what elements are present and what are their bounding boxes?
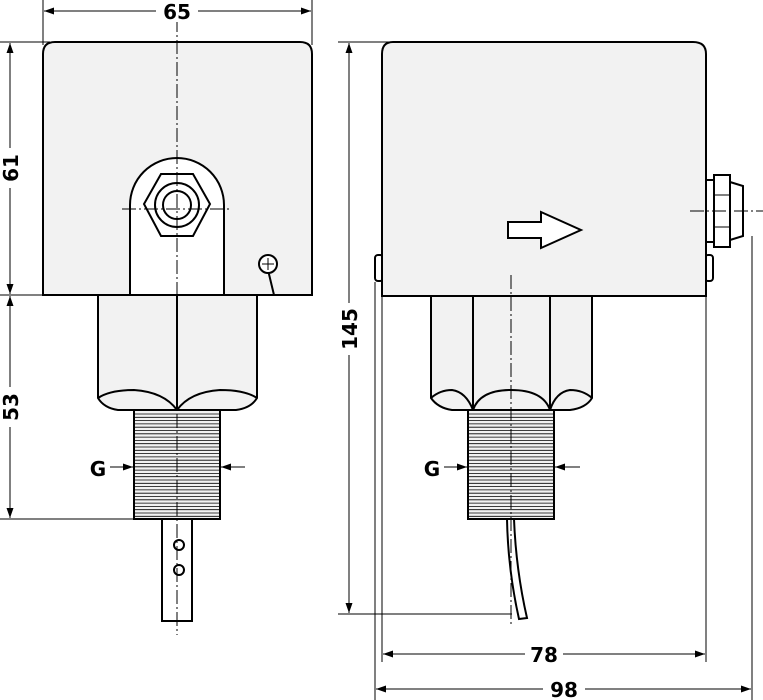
front-view	[42, 18, 313, 635]
dim-label-98: 98	[550, 678, 578, 700]
side-view	[374, 41, 763, 625]
side-housing	[381, 41, 707, 297]
dim-label-65: 65	[163, 0, 191, 24]
dim-label-145: 145	[338, 308, 362, 350]
dim-label-53: 53	[0, 393, 23, 421]
side-thread-label: G	[424, 457, 440, 481]
front-thread-label: G	[90, 457, 106, 481]
dim-label-61: 61	[0, 154, 23, 182]
dim-label-78: 78	[530, 643, 558, 667]
ground-screw-icon	[258, 254, 278, 296]
front-stem-hole-1	[173, 539, 185, 551]
front-stem-hole-2	[173, 564, 185, 576]
side-paddle	[505, 518, 529, 621]
flow-arrow-icon	[507, 210, 584, 250]
